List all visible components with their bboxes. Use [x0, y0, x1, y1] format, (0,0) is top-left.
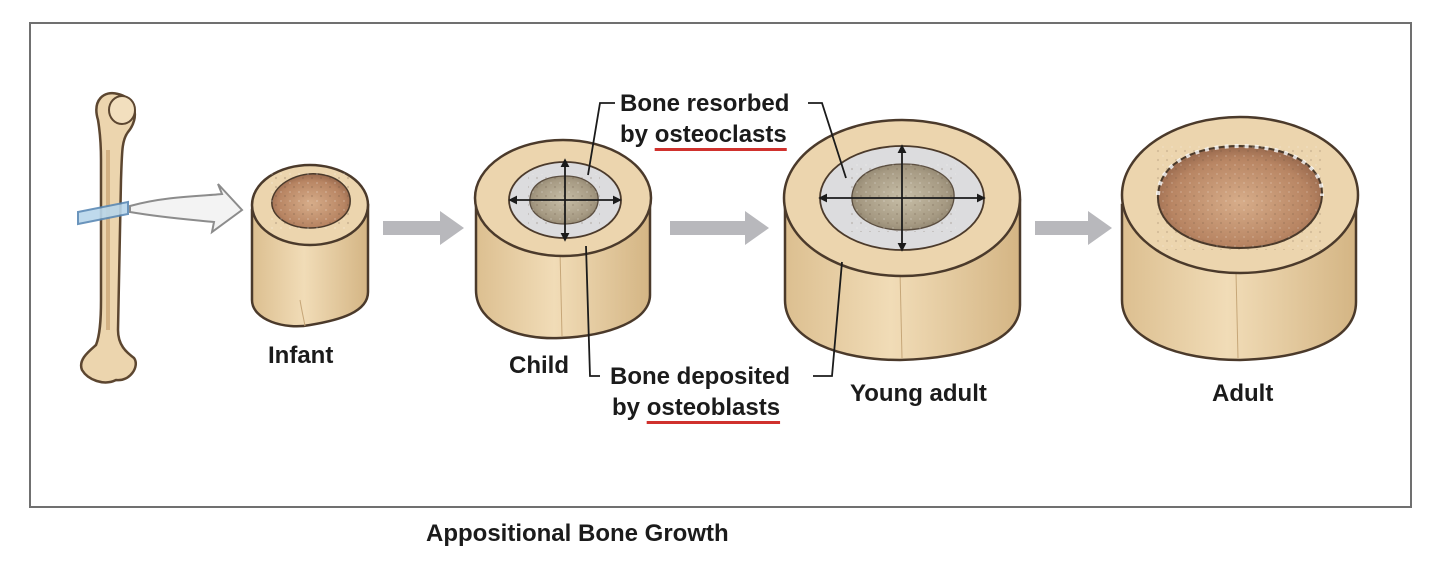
cross-section-plane-icon [77, 200, 129, 226]
callout-deposited-by: by [612, 394, 641, 421]
callout-leader-lines [585, 102, 847, 377]
callout-bone-deposited: Bone deposited by osteoblasts [610, 361, 790, 423]
stage-label-young-adult: Young adult [850, 380, 987, 407]
callout-resorbed-line2: by osteoclasts [620, 119, 789, 150]
callout-deposited-line1: Bone deposited [610, 363, 791, 390]
adult-bone-cross-section [1120, 115, 1360, 362]
growth-arrow-icon [670, 211, 769, 245]
growth-arrow-icon [383, 211, 464, 245]
young-adult-bone-cross-section [782, 118, 1022, 362]
stage-label-infant: Infant [268, 342, 334, 369]
figure-caption: Appositional Bone Growth [426, 520, 729, 547]
section-pointer-arrow-icon [129, 183, 244, 235]
growth-arrow-icon [1035, 211, 1112, 245]
infant-bone-cross-section [250, 163, 370, 328]
osteoblasts-term: osteoblasts [646, 394, 781, 421]
child-bone-cross-section [473, 138, 653, 340]
callout-deposited-line2: by osteoblasts [610, 392, 790, 423]
stage-label-child: Child [509, 352, 569, 379]
stage-label-adult: Adult [1212, 380, 1274, 407]
callout-resorbed-line1: Bone resorbed [620, 90, 790, 117]
callout-bone-resorbed: Bone resorbed by osteoclasts [620, 88, 789, 150]
callout-resorbed-by: by [620, 121, 649, 148]
osteoclasts-term: osteoclasts [654, 121, 787, 148]
humerus-bone-icon [77, 91, 137, 384]
